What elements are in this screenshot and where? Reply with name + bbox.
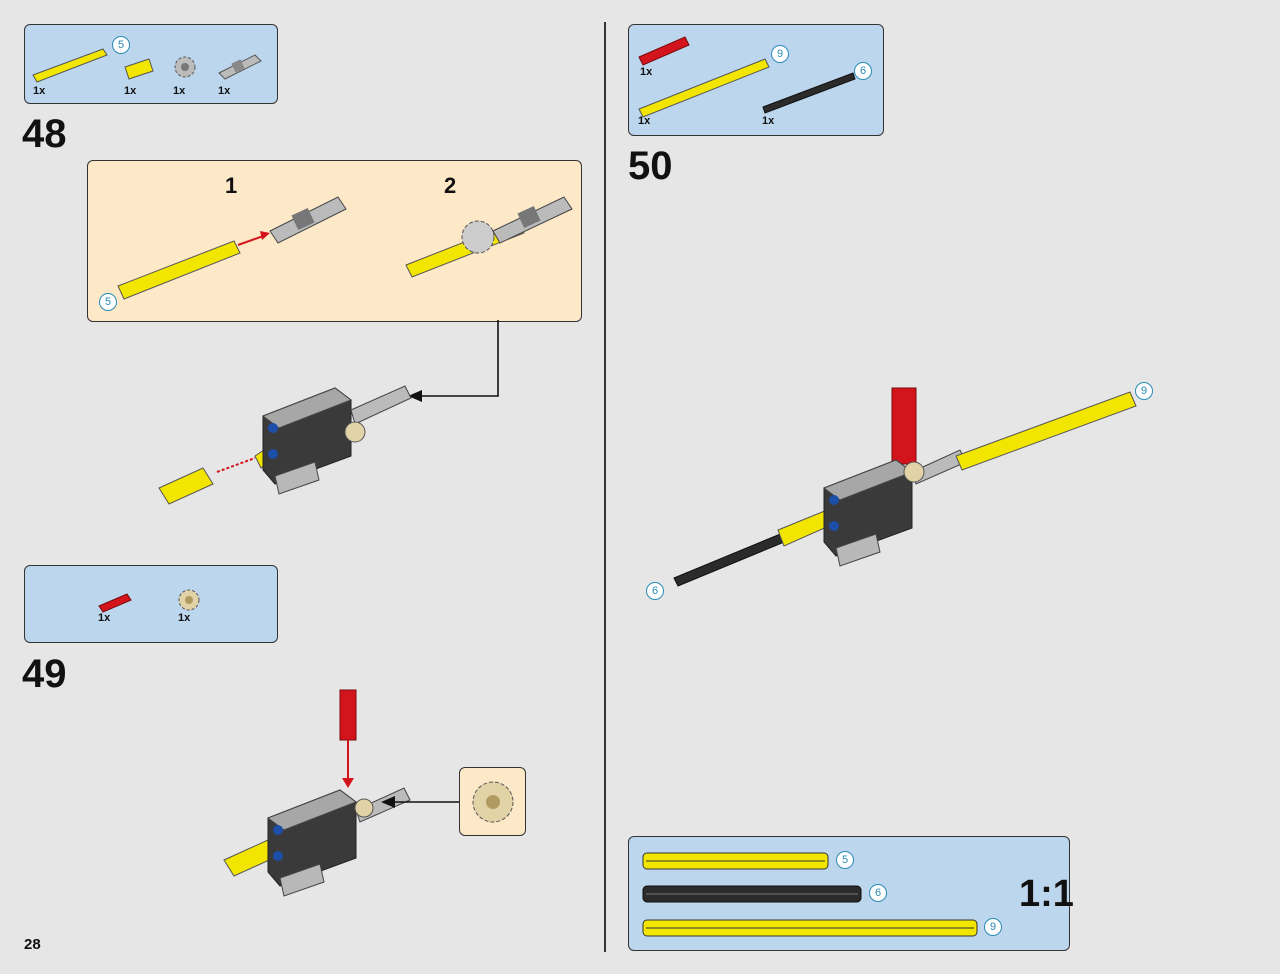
scale-bar-yellow-5: [642, 852, 829, 870]
part-qty: 1x: [178, 612, 191, 624]
step-number-50: 50: [628, 144, 673, 188]
gear-icon: [174, 56, 196, 78]
tan-gear-icon: [472, 781, 514, 823]
tan-gear-icon: [178, 589, 200, 611]
step-49-model-illustration: [223, 689, 411, 897]
part-qty: 1x: [762, 115, 775, 127]
step-48-model-illustration: [158, 385, 412, 505]
yellow-axle-icon: [32, 48, 154, 83]
scale-reference-box: 5 6 9 1:1: [628, 836, 1074, 951]
parts-list-step-50: 9 6 1x 1x 1x: [628, 24, 884, 136]
subassembly-box: 1 2 5: [87, 160, 582, 322]
scale-bar-yellow-9: [642, 919, 978, 937]
length-callout: 6: [854, 62, 872, 80]
part-qty: 1x: [218, 85, 231, 97]
length-callout: 6: [869, 884, 887, 902]
step-50-model-illustration: [673, 387, 1137, 587]
length-callout: 9: [984, 918, 1002, 936]
substep-number: 2: [444, 173, 457, 198]
part-qty: 1x: [124, 85, 137, 97]
part-qty: 1x: [98, 612, 111, 624]
subassembly-illustration: [117, 196, 573, 300]
page-divider: [604, 22, 606, 952]
part-qty: 1x: [173, 85, 186, 97]
length-callout: 6: [646, 582, 664, 600]
insert-arrow: [381, 796, 459, 808]
length-callout: 9: [1135, 382, 1153, 400]
length-callout: 9: [771, 45, 789, 63]
step-number-48: 48: [22, 112, 67, 156]
part-qty: 1x: [638, 115, 651, 127]
step-number-49: 49: [22, 652, 67, 696]
part-qty: 1x: [33, 85, 46, 97]
length-callout: 5: [836, 851, 854, 869]
red-axle-icon: [98, 593, 132, 613]
length-callout: 5: [112, 36, 130, 54]
tan-gear-callout-box: [459, 767, 526, 836]
parts-list-step-49: 1x 1x: [24, 565, 278, 643]
substep-number: 1: [225, 173, 238, 198]
subassembly-connector-arrow: [408, 320, 499, 402]
parts-list-step-48: 5 1x 1x 1x 1x: [24, 24, 278, 104]
page-number: 28: [24, 936, 41, 953]
universal-joint-icon: [218, 54, 262, 80]
scale-bar-black-6: [642, 885, 862, 903]
length-callout: 5: [99, 293, 117, 311]
scale-ratio: 1:1: [1019, 873, 1074, 915]
red-axle-icon: [638, 36, 856, 118]
part-qty: 1x: [640, 66, 653, 78]
